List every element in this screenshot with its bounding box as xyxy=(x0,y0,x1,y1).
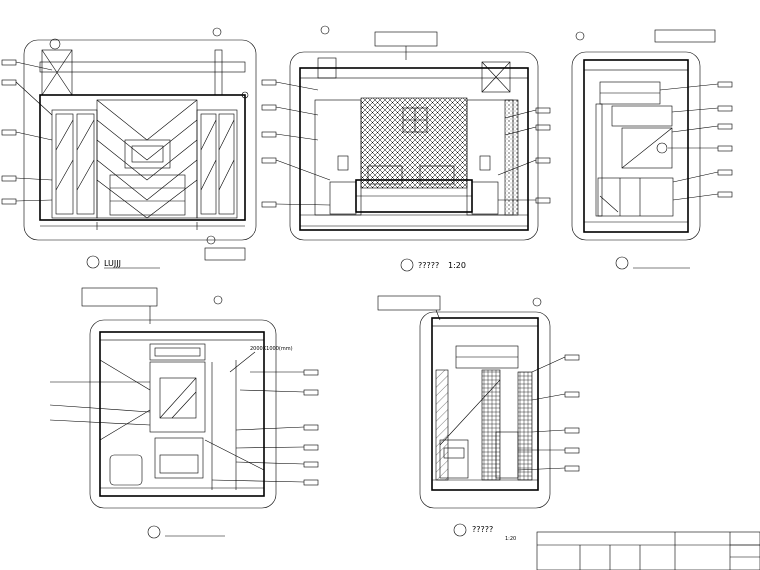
elevation-e: ????? 1:20 xyxy=(377,295,580,542)
elevation-b-scale: 1:20 xyxy=(448,261,466,270)
elevation-b-title: ????? xyxy=(418,261,439,270)
elevation-a-tags xyxy=(1,59,53,205)
elevation-e-title: ????? xyxy=(472,525,493,534)
elevation-d-callout: 2000X1000(mm) xyxy=(250,346,293,352)
elevation-a-title: LUJJJ xyxy=(104,259,121,268)
elevation-a: LUJJJ xyxy=(1,27,257,269)
elevation-b: ????? 1:20 xyxy=(261,25,551,272)
title-block xyxy=(536,531,760,570)
elevation-d: 2000X1000(mm) xyxy=(49,287,319,539)
elevation-e-scale: 1:20 xyxy=(505,536,516,542)
elevation-c xyxy=(571,29,733,270)
